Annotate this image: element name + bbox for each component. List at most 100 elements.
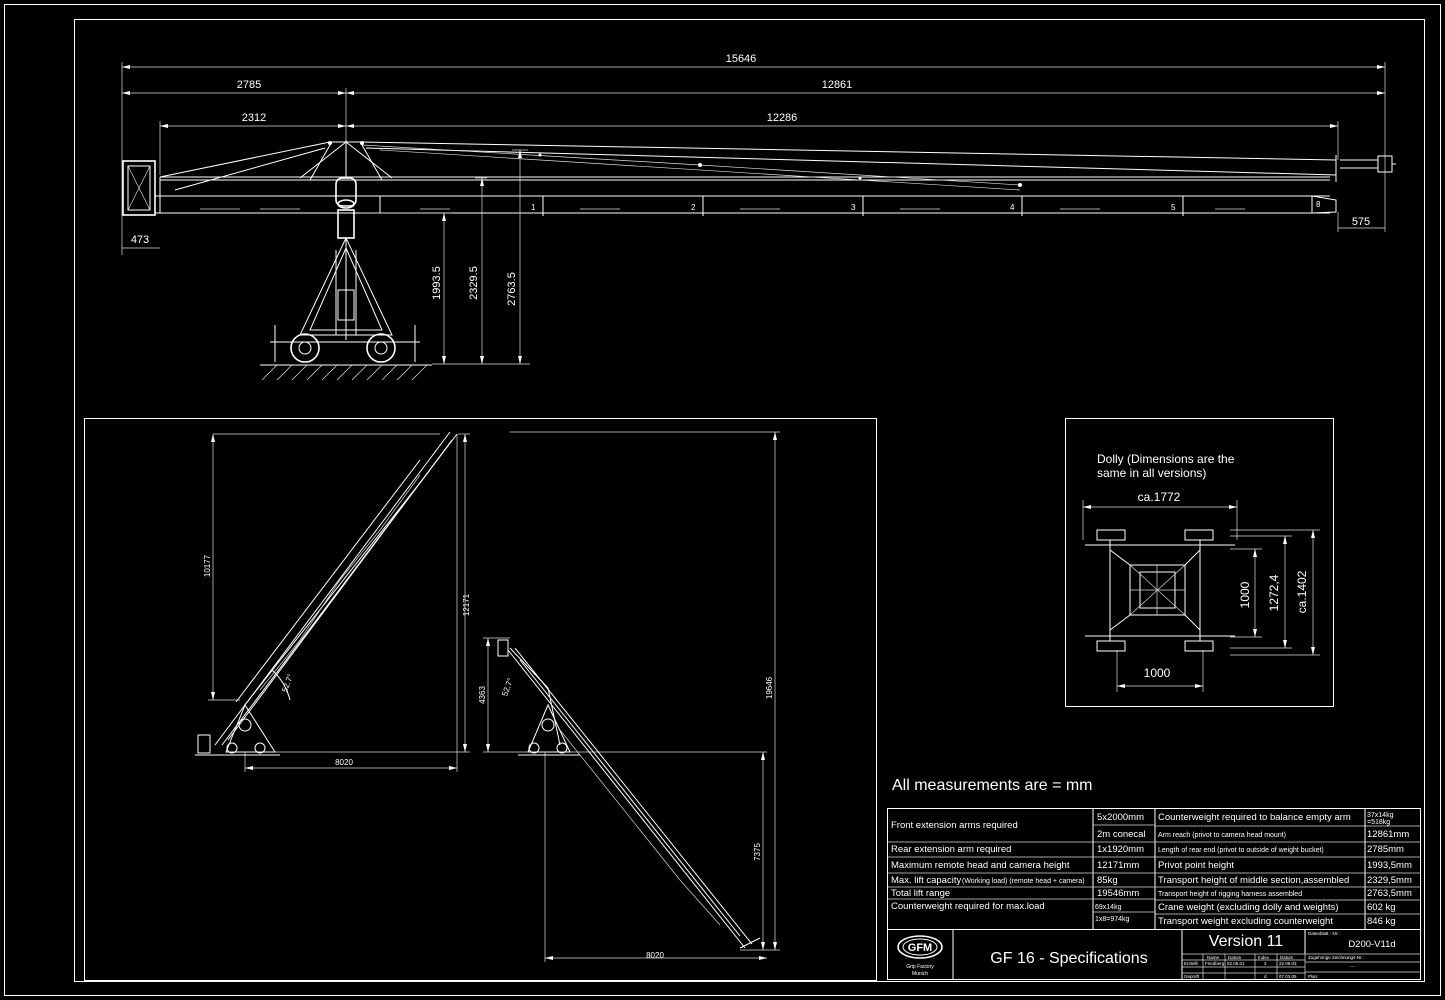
spec-value: 19546mm — [1097, 888, 1139, 899]
spec-label-small: (Working load) (remote head + camera) — [962, 878, 1085, 885]
grid-cell: 02.05.01 — [1227, 961, 1245, 966]
spec-value: 2785mm — [1367, 844, 1404, 855]
grid-cell: 07.03.05 — [1279, 974, 1297, 979]
spec-value: 12861mm — [1367, 829, 1409, 840]
dolly-title-line2: same in all versions) — [1097, 466, 1206, 480]
dim-right-pivot: 4363 — [478, 686, 487, 704]
dim-rear-length: 2785 — [237, 79, 261, 91]
spec-label: Front extension arms required — [891, 820, 1018, 831]
logo-text: GFM — [908, 942, 932, 954]
inner-frame — [74, 19, 1425, 982]
dolly-inner: 1272,4 — [1267, 574, 1281, 611]
spec-label: Counterweight required to balance empty … — [1158, 812, 1351, 823]
spec-value: 1x1920mm — [1097, 844, 1144, 855]
gfm-logo: GFM Grip Factory Munich — [897, 935, 943, 977]
dim-left-total: 12171 — [462, 593, 471, 616]
drawing-number: D200-V11d — [1348, 939, 1395, 950]
dolly-wheels — [290, 333, 396, 363]
spec-table: Front extension arms required 5x2000mm 2… — [887, 808, 1421, 930]
dolly-frame — [1065, 418, 1334, 707]
version-label: Version 11 — [1209, 933, 1284, 950]
dim-right-width: 8020 — [646, 951, 664, 960]
grid-cell: Name — [1207, 955, 1220, 960]
title-block: GFM Grip Factory Munich GF 16 - Specific… — [887, 929, 1421, 980]
spec-label: Transport weight excluding counterweight — [1158, 916, 1333, 927]
grid-cell: Index — [1258, 955, 1270, 960]
spec-label: Maximum remote head and camera height — [891, 860, 1070, 871]
grid-cell: Datum — [1280, 955, 1294, 960]
grid-cell: d — [1264, 974, 1267, 979]
section-number: 1 — [531, 203, 536, 212]
dim-height-pivot: 1993.5 — [431, 266, 443, 300]
spec-label: Total lift range — [891, 888, 950, 899]
spec-value: 85kg — [1097, 875, 1118, 886]
side-view-raised: 10177 12171 8020 52.7° — [195, 431, 471, 772]
section-number: 5 — [1171, 203, 1176, 212]
spec-value: 2329,5mm — [1367, 875, 1412, 886]
crane-top-view: 15646 2785 12861 2312 12286 473 575 — [121, 53, 1396, 381]
section-number: 8 — [1316, 200, 1321, 209]
dim-rear-inner: 2312 — [242, 112, 266, 124]
outer-frame — [4, 4, 1441, 996]
spec-value: =518kg — [1367, 819, 1390, 826]
section-number: 4 — [1010, 203, 1015, 212]
dolly-title-line1: Dolly (Dimensions are the — [1097, 452, 1235, 466]
spec-label: Length of rear end (privot to outside of… — [1158, 847, 1324, 854]
spec-value: 5x2000mm — [1097, 812, 1144, 823]
ref-label: Zugehörige Zeichnungs-Nr.: — [1308, 955, 1364, 960]
dim-right-lower: 7375 — [753, 843, 762, 861]
dim-height-rigging: 2763.5 — [506, 272, 518, 306]
spec-label: Crane weight (excluding dolly and weight… — [1158, 902, 1339, 913]
spec-label: Transport height of middle section,assem… — [1158, 875, 1349, 886]
grid-cell: 22.09.03 — [1279, 961, 1297, 966]
spec-label: Transport height of rigging harness asse… — [1158, 891, 1302, 898]
section-number: 2 — [691, 203, 696, 212]
grid-cell: Datum — [1228, 955, 1242, 960]
dolly-track: 1000 — [1144, 666, 1171, 680]
dim-front-inner: 12286 — [767, 112, 798, 124]
grid-cell: 2 — [1264, 961, 1267, 966]
side-views-frame — [84, 418, 877, 981]
spec-value: 602 kg — [1367, 902, 1396, 913]
spec-value: 1x8=974kg — [1095, 916, 1130, 923]
dim-bucket-width: 473 — [131, 234, 149, 246]
spec-value: 2763,5mm — [1367, 888, 1412, 899]
spec-label: Privot point height — [1158, 860, 1234, 871]
spec-value: 69x14kg — [1095, 904, 1122, 911]
dolly-detail: Dolly (Dimensions are the same in all ve… — [1082, 452, 1320, 692]
dim-left-reach: 10177 — [203, 554, 212, 577]
dolly-outer: ca.1402 — [1295, 570, 1309, 613]
dim-front-length: 12861 — [822, 79, 853, 91]
revision-grid: Name Datum Index Datum Erstellt Friedber… — [1184, 955, 1297, 979]
logo-sub2: Munich — [912, 971, 928, 977]
dolly-width: ca.1772 — [1138, 490, 1181, 504]
dolly-wheelbase: 1000 — [1238, 581, 1252, 608]
angle-right: 52.7° — [500, 677, 515, 698]
ref-value: --- — [1350, 964, 1355, 969]
grid-cell: Friedberg — [1205, 961, 1225, 966]
dim-head-offset: 575 — [1352, 216, 1370, 228]
dim-height-transport: 2329.5 — [468, 266, 480, 300]
spec-value: 37x14kg — [1367, 812, 1394, 819]
logo-sub1: Grip Factory — [906, 964, 934, 970]
spec-label: Max. lift capacity — [891, 875, 961, 886]
document-title: GF 16 - Specifications — [990, 950, 1147, 967]
grid-cell: Geprüft — [1184, 974, 1200, 979]
dim-overall: 15646 — [726, 53, 757, 65]
spec-value: 1993,5mm — [1367, 860, 1412, 871]
spec-value: 12171mm — [1097, 860, 1139, 871]
dim-right-total: 19646 — [765, 676, 774, 699]
plan-label: Plan: — [1308, 974, 1318, 979]
drawing-no-label: Datenblatt - Nr.: — [1308, 931, 1340, 936]
spec-label: Rear extension arm required — [891, 844, 1011, 855]
grid-cell: Erstellt — [1184, 961, 1199, 966]
units-note: All measurements are = mm — [892, 777, 1093, 794]
spec-value: 846 kg — [1367, 916, 1396, 927]
section-number: 3 — [851, 203, 856, 212]
dim-left-width: 8020 — [335, 758, 353, 767]
spec-label: Arm reach (privot to camera head mount) — [1158, 832, 1286, 839]
side-view-lowered: 4363 19646 7375 8020 52.7° — [478, 431, 780, 962]
spec-value: 2m conecal — [1097, 829, 1146, 840]
spec-label: Counterweight required for max.load — [891, 901, 1045, 912]
